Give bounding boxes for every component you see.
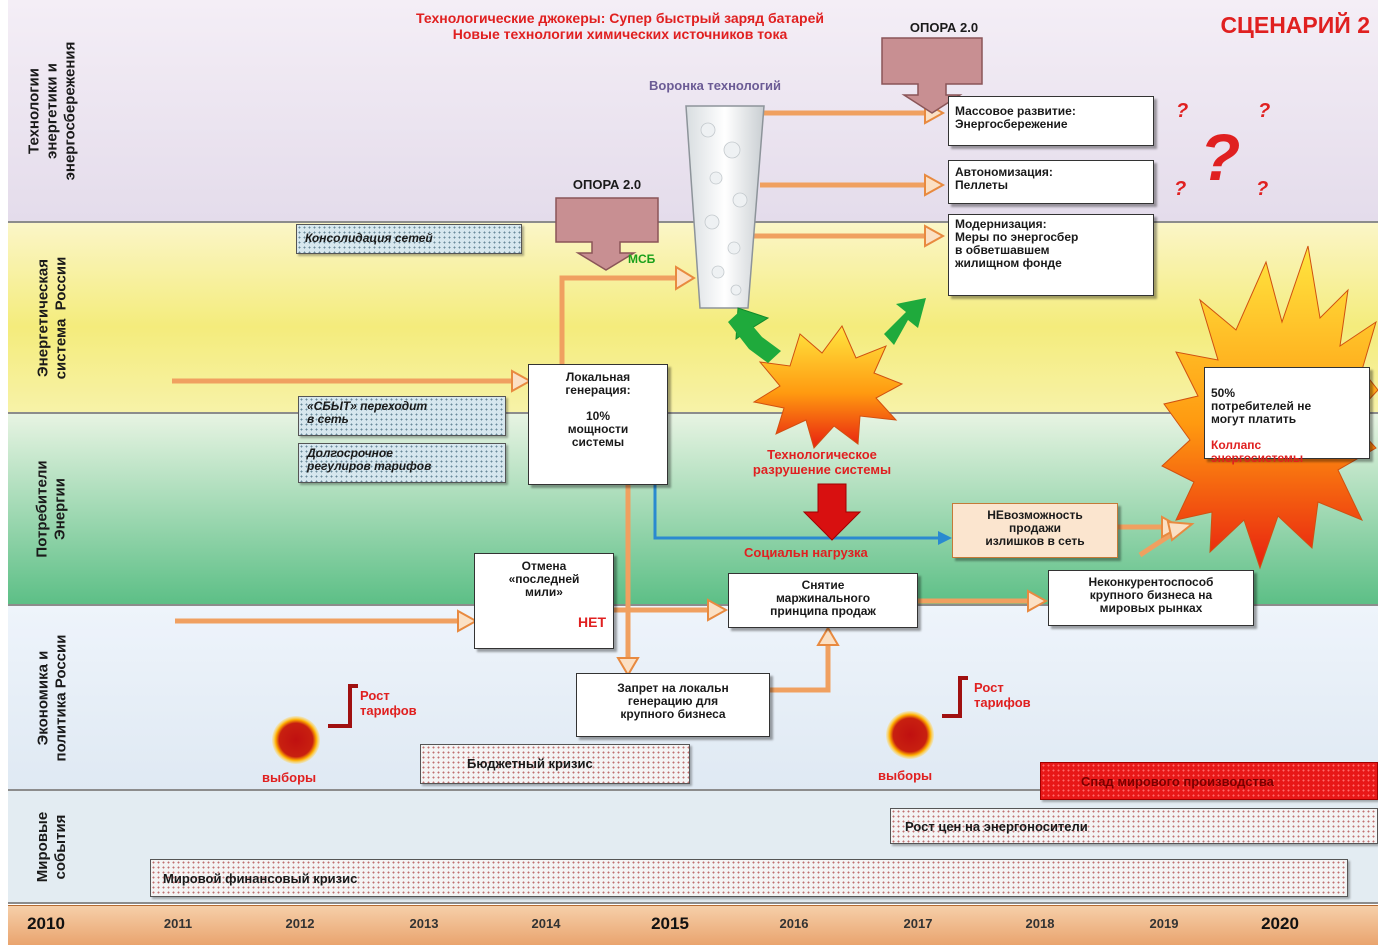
box-remove-marginal-principle: Снятие маржинального принципа продаж xyxy=(728,573,918,628)
question-mark-large: ? xyxy=(1200,120,1241,194)
row-divider xyxy=(8,902,1378,904)
box-mass-development: Массовое развитие: Энергосбережение xyxy=(948,96,1154,146)
note-longterm-tariffs: Долгосрочное регулиров тарифов xyxy=(298,443,506,483)
box-uncompetitive-business: Неконкурентоспособ крупного бизнеса на м… xyxy=(1048,570,1254,626)
box-local-generation: Локальная генерация: 10% мощности систем… xyxy=(528,364,668,485)
note-consolidation: Консолидация сетей xyxy=(296,224,522,254)
scenario-title: СЦЕНАРИЙ 2 xyxy=(1220,12,1370,38)
question-mark: ? xyxy=(1258,100,1271,122)
tech-destruction-label: Технологическое разрушение системы xyxy=(752,447,892,477)
blue-arrowhead xyxy=(938,531,952,545)
collapse-system-text: Коллапс энергосистемы xyxy=(1211,438,1304,465)
bar-world-financial-crisis: Мировой финансовый кризис xyxy=(150,859,1348,897)
msb-label: МСБ xyxy=(628,252,656,266)
year-label: 2013 xyxy=(409,916,439,931)
year-label: 2020 xyxy=(1261,914,1299,933)
elections-label-1: выборы xyxy=(262,770,317,785)
year-label: 2017 xyxy=(903,916,933,931)
year-label: 2015 xyxy=(651,914,689,933)
tariff-step-marker-1 xyxy=(328,684,358,728)
red-down-arrow xyxy=(802,483,862,541)
year-label: 2018 xyxy=(1025,916,1055,931)
support-arrow-mid xyxy=(555,197,659,271)
year-label: 2014 xyxy=(531,916,561,931)
elections-dot-1 xyxy=(272,716,320,764)
bar-budget-crisis: Бюджетный кризис xyxy=(420,744,690,784)
jokers-line-2: Новые технологии химических источников т… xyxy=(452,26,788,42)
question-mark: ? xyxy=(1176,100,1189,122)
jokers-line-1: Технологические джокеры: Супер быстрый з… xyxy=(416,10,824,26)
elections-label-2: выборы xyxy=(878,768,933,783)
orange-arrowheads xyxy=(457,101,1195,677)
box-modernization: Модернизация: Меры по энергосбер в обвет… xyxy=(948,214,1154,296)
note-sales-to-grid: «СБЫТ» переходит в сеть xyxy=(298,396,506,436)
year-label: 2016 xyxy=(779,916,809,931)
year-label: 2019 xyxy=(1149,916,1179,931)
question-mark: ? xyxy=(1256,178,1269,200)
collapse-consumers-text: 50% потребителей не могут платить xyxy=(1211,386,1312,426)
green-arrow-right xyxy=(884,298,926,345)
support-arrow-top xyxy=(881,37,983,114)
no-label: НЕТ xyxy=(578,614,606,630)
row-divider xyxy=(8,221,1378,223)
elections-dot-2 xyxy=(886,711,934,759)
social-load-label: Социальн нагрузка xyxy=(744,545,868,560)
tariff-step-marker-2 xyxy=(942,676,968,718)
box-impossibility-sell-surplus: НЕвозможность продажи излишков в сеть xyxy=(952,503,1118,558)
support-label-mid: ОПОРА 2.0 xyxy=(572,177,642,192)
year-label: 2011 xyxy=(163,916,193,931)
bar-energy-price-growth: Рост цен на энергоносители xyxy=(890,808,1378,844)
row-divider xyxy=(8,412,1378,414)
year-label: 2010 xyxy=(27,914,65,933)
row-divider xyxy=(8,604,1378,606)
bar-world-production-decline: Спад мирового производства xyxy=(1040,762,1378,800)
technology-funnel xyxy=(685,105,765,309)
timeline-axis: 2010 2011 2012 2013 2014 2015 2016 2017 … xyxy=(8,905,1378,945)
box-last-mile: Отмена «последней мили» xyxy=(474,553,614,649)
orange-connectors xyxy=(172,110,1180,693)
system-destruction-star xyxy=(752,325,904,450)
box-ban-local-generation: Запрет на локальн генерацию для крупного… xyxy=(576,673,770,737)
box-energy-collapse: 50% потребителей не могут платить Коллап… xyxy=(1204,367,1370,465)
question-mark: ? xyxy=(1174,178,1187,200)
blue-connector xyxy=(653,485,940,540)
year-label: 2012 xyxy=(285,916,315,931)
funnel-texture xyxy=(700,122,748,296)
box-autonomization: Автономизация: Пеллеты xyxy=(948,160,1154,204)
funnel-label: Воронка технологий xyxy=(649,78,781,93)
tariff-growth-label-2: Рост тарифов xyxy=(974,680,1031,710)
row-divider xyxy=(8,789,1378,791)
green-arrow-left-body xyxy=(728,311,781,363)
tariff-growth-label-1: Рост тарифов xyxy=(360,688,417,718)
support-label-top: ОПОРА 2.0 xyxy=(909,20,979,35)
